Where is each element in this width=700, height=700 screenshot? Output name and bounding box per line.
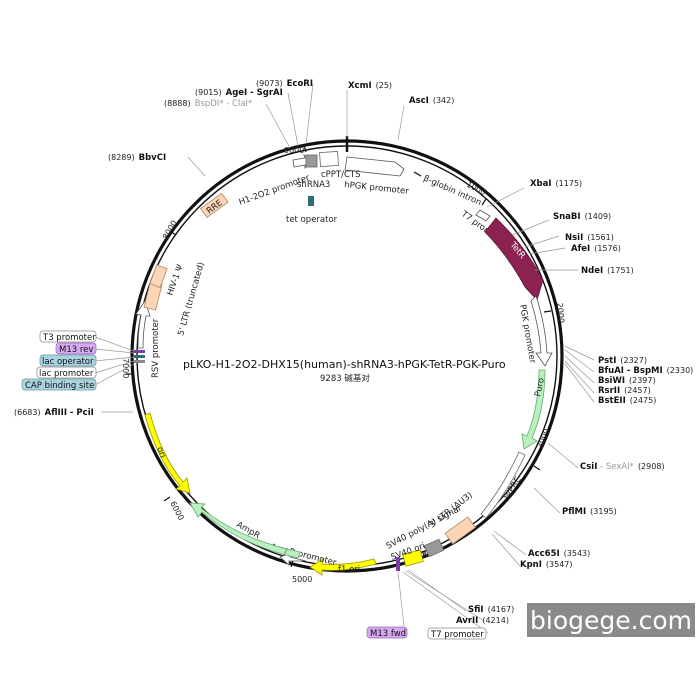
tick-9000: 9000 xyxy=(284,146,304,155)
site-bspdi[interactable]: (8888)BspDI* - ClaI* xyxy=(164,99,252,109)
site-afliii[interactable]: (6683)AflIII - PciI xyxy=(14,408,94,418)
rre-feature[interactable] xyxy=(199,192,229,219)
site-nsii[interactable]: NsiI(1561) xyxy=(565,233,614,243)
sv40-polya-feature[interactable] xyxy=(423,538,445,558)
cppt-label: cPPT/CTS xyxy=(321,170,361,180)
f1-ori-arrow[interactable] xyxy=(309,558,377,576)
lac-operator-marker xyxy=(134,355,145,358)
m13-rev-label: M13 rev xyxy=(59,345,93,355)
hiv-psi-label: HIV-1 Ψ xyxy=(165,263,185,297)
site-pflmi[interactable]: PflMI(3195) xyxy=(562,507,617,517)
sv40-ori-feature[interactable] xyxy=(402,549,424,567)
tetr-arrow[interactable] xyxy=(484,217,544,301)
hpgk-promoter-arrow[interactable] xyxy=(344,156,405,177)
t7-promoter-b-label: T7 promoter xyxy=(430,630,484,640)
scale-ticks xyxy=(126,144,552,568)
lac-promoter-tag[interactable] xyxy=(36,366,97,379)
shrna-label: shRNA3 xyxy=(297,180,330,190)
h1-promoter-label: H1-2O2 promoter xyxy=(238,173,312,208)
site-agei[interactable]: (9015)AgeI - SgrAI xyxy=(195,88,283,98)
pgk-promoter-arrow[interactable] xyxy=(530,295,553,367)
site-avrii[interactable]: AvrII(4214) xyxy=(456,616,509,626)
watermark-text: biogege.com xyxy=(530,605,692,635)
hpgk-label: hPGK promoter xyxy=(344,180,410,197)
site-acc65i[interactable]: Acc65I(3543) xyxy=(528,549,590,559)
tick-8000: 8000 xyxy=(161,219,179,241)
plasmid-title: pLKO-H1-2O2-DHX15(human)-shRNA3-hPGK-Tet… xyxy=(183,358,506,371)
tet-operator-label: tet operator xyxy=(286,215,338,225)
ampr-arrow[interactable] xyxy=(189,502,301,559)
site-psti[interactable]: PstI(2327) xyxy=(598,356,647,366)
site-ndei[interactable]: NdeI(1751) xyxy=(581,266,634,276)
site-rsrii[interactable]: RsrII(2457) xyxy=(598,386,651,396)
ori-label: ori xyxy=(154,446,167,460)
ampr-promoter-arrow[interactable] xyxy=(279,552,307,566)
tick-3000: 3000 xyxy=(536,428,552,450)
ltr3-feature[interactable] xyxy=(444,516,476,545)
site-kpni[interactable]: KpnI(3547) xyxy=(520,560,573,570)
lac-operator-label: lac operator xyxy=(42,357,94,367)
site-leaders xyxy=(94,83,595,634)
m13-fwd-marker xyxy=(396,557,400,571)
m13-rev-marker xyxy=(134,350,145,353)
wpre-feature[interactable] xyxy=(480,451,526,519)
shrna-feature[interactable] xyxy=(305,154,318,168)
site-xcmi[interactable]: XcmI(25) xyxy=(348,81,392,91)
site-snabi[interactable]: SnaBI(1409) xyxy=(553,212,611,222)
ori-arrow[interactable] xyxy=(144,412,191,494)
site-bfuai[interactable]: BfuAI - BspMI(2330) xyxy=(598,366,693,376)
puro-label: Puro xyxy=(533,377,547,398)
watermark-banner: biogege.com xyxy=(527,603,695,637)
lac-promoter-marker xyxy=(134,360,145,363)
lac-operator-tag[interactable] xyxy=(39,354,97,367)
t3-promoter-tag[interactable] xyxy=(39,330,97,343)
site-xbai[interactable]: XbaI(1175) xyxy=(530,179,582,189)
cap-binding-tag[interactable] xyxy=(21,378,97,391)
plasmid-size: 9283 碱基对 xyxy=(320,373,370,384)
t7-promoter-a-feature[interactable] xyxy=(475,209,491,222)
lac-promoter-label: lac promoter xyxy=(39,369,94,379)
hiv-psi-feature[interactable] xyxy=(149,264,168,288)
rsv-promoter-arrow[interactable] xyxy=(135,300,151,349)
f1-ori-label: f1 ori xyxy=(338,565,360,575)
rsv-promoter-label: RSV promoter xyxy=(151,318,161,378)
site-csii[interactable]: CsiI - SexAI*(2908) xyxy=(580,462,665,472)
m13-rev-tag[interactable] xyxy=(55,342,97,355)
site-bsiwi[interactable]: BsiWI(2397) xyxy=(598,376,656,386)
site-afei[interactable]: AfeI(1576) xyxy=(571,244,621,254)
t7-promoter-b-tag[interactable] xyxy=(427,627,487,640)
m13-fwd-tag[interactable] xyxy=(366,626,408,639)
cppt-feature[interactable] xyxy=(319,150,339,168)
puro-arrow[interactable] xyxy=(521,369,546,450)
site-asci[interactable]: AscI(342) xyxy=(409,96,454,106)
m13-fwd-label: M13 fwd xyxy=(370,629,406,639)
tet-operator-feature[interactable] xyxy=(308,196,314,206)
site-sfii[interactable]: SfiI(4167) xyxy=(468,605,514,615)
site-bbvci[interactable]: (8289)BbvCI xyxy=(108,153,166,163)
t3-promoter-label: T3 promoter xyxy=(42,333,96,343)
site-bsteii[interactable]: BstEII(2475) xyxy=(598,396,656,406)
bglobin-feature[interactable] xyxy=(413,171,422,177)
cap-binding-label: CAP binding site xyxy=(25,381,94,391)
tick-6000: 6000 xyxy=(168,500,186,522)
tick-2000: 2000 xyxy=(555,302,566,323)
site-ecori[interactable]: (9073)EcoRI xyxy=(256,79,313,89)
tick-5000: 5000 xyxy=(292,575,312,584)
